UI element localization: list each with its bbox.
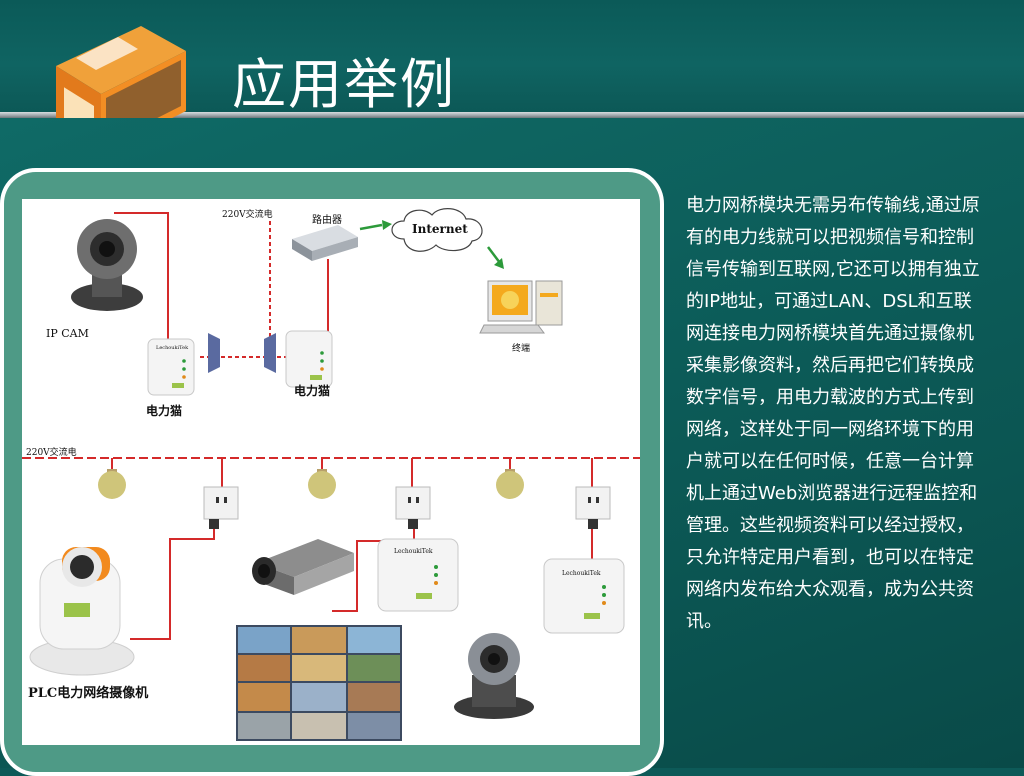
plc-adapter-right-icon <box>285 330 333 388</box>
description-line: 的IP地址，可通过LAN、DSL和互联 <box>686 291 972 312</box>
description-line: 只允许特定用户看到，也可以在特定 <box>686 547 974 568</box>
plc-camera-icon <box>29 547 135 676</box>
description-line: 有的电力线就可以把视频信号和控制 <box>686 227 974 248</box>
description-line: 管理。这些视频资料可以经过授权， <box>686 515 974 536</box>
plc-adapter-center-icon <box>377 538 459 612</box>
network-diagram: IP CAM LechoukiTek 电力猫 电力猫 220V交流电 路由器 <box>22 199 640 745</box>
description-text: 电力网桥模块无需另布传输线,通过原 有的电力线就可以把视频信号和控制 信号传输到… <box>686 190 1024 638</box>
plc-camera-label: PLC电力网络摄像机 <box>28 685 148 701</box>
power-outlet-icons <box>203 486 611 520</box>
description-line: 网络内发布给大众观看，成为公共资 <box>686 579 974 600</box>
wall-plug-icons <box>208 333 276 373</box>
slide-title: 应用举例 <box>232 53 456 116</box>
plc-brand-left: LechoukiTek <box>156 345 189 351</box>
description-line: 网络，这样处于同一网络环境下的用 <box>686 419 974 440</box>
arrow-internet-to-terminal <box>487 246 504 269</box>
plc-adapter-bottom-right-icon <box>543 558 625 634</box>
arrow-router-to-internet <box>359 220 392 231</box>
dome-camera-icon <box>454 633 534 719</box>
ac-line-label: 220V交流电 <box>26 446 77 458</box>
description-line: 讯。 <box>686 611 722 632</box>
terminal-computer-icon <box>479 280 563 334</box>
internet-label: Internet <box>412 222 468 236</box>
description-line: 采集影像资料，然后再把它们转换成 <box>686 355 974 376</box>
plc-right-label: 电力猫 <box>294 383 330 398</box>
ipcam-label: IP CAM <box>46 327 89 340</box>
box-camera-icon <box>252 539 354 595</box>
surveillance-thumbnail-grid <box>236 625 402 741</box>
description-line: 机上通过Web浏览器进行远程监控和 <box>686 483 978 504</box>
description-line: 信号传输到互联网,它还可以拥有独立 <box>686 259 980 280</box>
description-line: 户就可以在任何时候，任意一台计算 <box>686 451 974 472</box>
description-line: 电力网桥模块无需另布传输线,通过原 <box>686 195 980 216</box>
ip-cam-icon <box>71 219 143 311</box>
title-divider <box>0 112 1024 118</box>
plc-brand-bottom-right: LechoukiTek <box>562 570 601 577</box>
terminal-label: 终端 <box>512 342 530 354</box>
ac-top-label: 220V交流电 <box>222 208 273 220</box>
plc-brand-center: LechoukiTek <box>394 548 433 555</box>
router-label: 路由器 <box>312 213 342 226</box>
description-line: 网连接电力网桥模块首先通过摄像机 <box>686 323 974 344</box>
plc-adapter-left-icon <box>147 338 195 396</box>
plc-left-label: 电力猫 <box>146 403 182 418</box>
light-bulb-icons <box>98 469 524 499</box>
internet-cloud-icon <box>391 208 483 252</box>
plug-connector-icons <box>209 519 598 529</box>
router-icon <box>292 225 358 261</box>
description-line: 数字信号，用电力载波的方式上传到 <box>686 387 974 408</box>
